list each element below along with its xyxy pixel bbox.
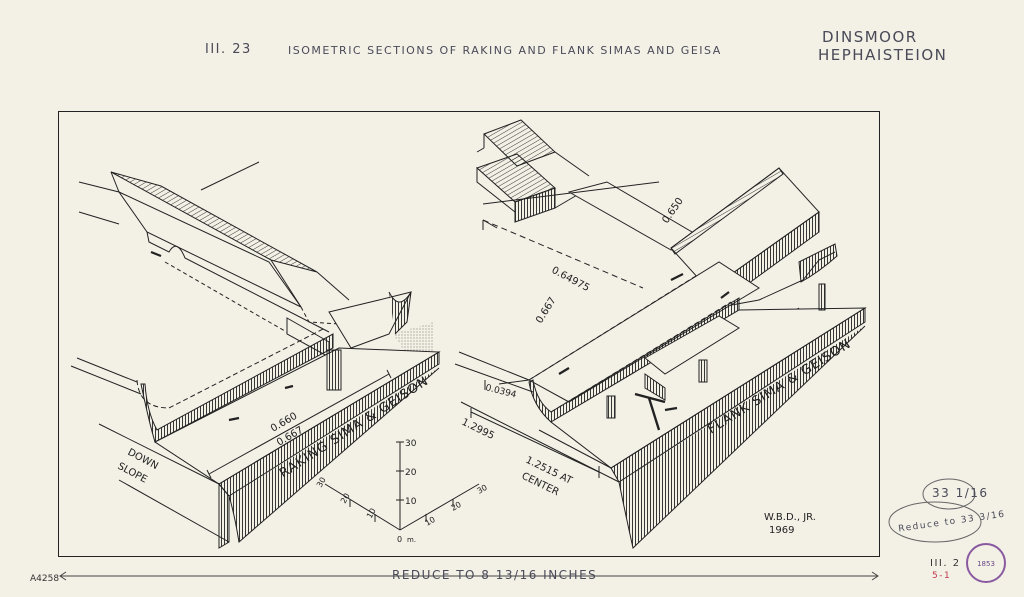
page-mark: 5-1 <box>932 571 952 581</box>
scale-r-20: 20 <box>450 500 463 513</box>
scale-l-30: 30 <box>315 476 328 489</box>
isometric-scale-bar <box>324 441 480 531</box>
scale-zero: 0 <box>397 535 402 544</box>
flank-sima-drawing <box>454 119 867 549</box>
reduce-note: REDUCE TO 8 13/16 INCHES <box>392 568 598 582</box>
drawing-frame: 0.660 0.667 RAKING SIMA & GEISON DOWN SL… <box>58 111 880 557</box>
monument-name: HEPHAISTEION <box>818 46 948 64</box>
raking-sima-drawing <box>70 161 441 549</box>
scale-r-30: 30 <box>476 483 489 496</box>
author-name: DINSMOOR <box>822 28 918 46</box>
scale-l-20: 20 <box>339 492 352 505</box>
scale-note-a: 33 1/16 <box>932 486 989 500</box>
catalog-number: A4258 <box>30 574 60 584</box>
archive-stamp: 1853 <box>966 543 1006 583</box>
scale-v-10: 10 <box>405 497 417 507</box>
scale-v-20: 20 <box>405 468 417 478</box>
scale-l-10: 10 <box>365 507 378 520</box>
signature-year: 1969 <box>769 525 794 536</box>
stamp-year: 1853 <box>977 560 995 568</box>
isometric-drawing: 0.660 0.667 RAKING SIMA & GEISON DOWN SL… <box>70 119 867 549</box>
plate-caption: ISOMETRIC SECTIONS OF RAKING AND FLANK S… <box>288 44 722 57</box>
scale-unit: m. <box>407 536 416 544</box>
plate-number: III. 23 <box>205 42 252 57</box>
plate-reference: III. 2 <box>930 558 961 569</box>
scale-v-30: 30 <box>405 439 417 449</box>
signature-name: W.B.D., JR. <box>764 512 816 523</box>
scale-r-10: 10 <box>424 515 437 528</box>
